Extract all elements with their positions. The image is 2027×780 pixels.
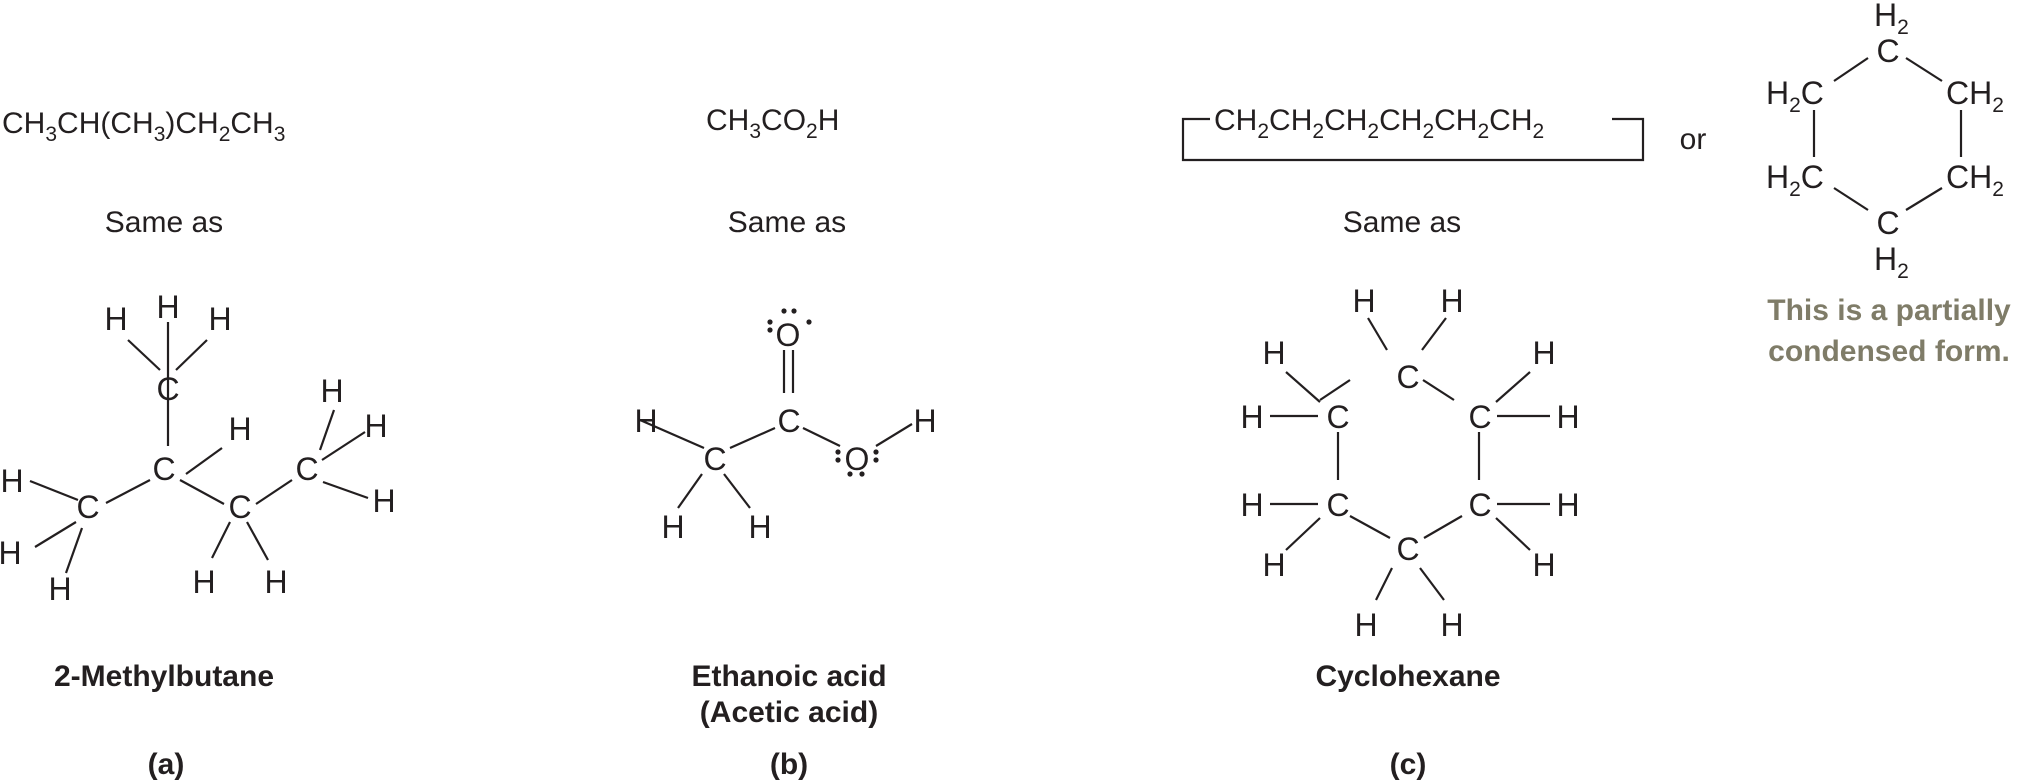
hydrogen-atom: H (1240, 399, 1263, 435)
carbon-atom: C (152, 451, 175, 487)
hydrogen-atom: H (208, 301, 231, 337)
ch2-group-lower-right: CH2 (1946, 159, 2004, 201)
condensed-formula-ethanoic-acid: CH3CO2H (706, 104, 839, 143)
hydrogen-atom: H (320, 373, 343, 409)
hydrogen-atom: H (0, 463, 23, 499)
same-as-label-c: Same as (1343, 206, 1461, 239)
structure-ethanoic-acid: O C C O H H H H (634, 308, 937, 545)
lone-pair-dots (767, 308, 879, 477)
compound-name-b-line1: Ethanoic acid (691, 660, 886, 693)
carbon-atom: C (1468, 487, 1491, 523)
oxygen-atom-hydroxyl: O (845, 441, 870, 477)
or-label: or (1680, 123, 1707, 156)
hydrogen-atom: H (634, 403, 657, 439)
panel-a: CH3CH(CH3)CH2CH3 Same as C C C C C (0, 107, 396, 780)
hydrogen-atom: H (1532, 547, 1555, 583)
hydrogen-atom: H (156, 289, 179, 325)
carbon-atom: C (777, 403, 800, 439)
carbon-atom: C (295, 451, 318, 487)
structure-cyclohexane: C C C C C C H H H H H H H H H H H H (1240, 283, 1579, 643)
carbon-atom: C (703, 441, 726, 477)
oxygen-atom-double-bond: O (776, 317, 801, 353)
hydrogen-atom: H (1262, 335, 1285, 371)
note-line2: condensed form. (1768, 335, 2010, 368)
compound-name-b-line2: (Acetic acid) (700, 696, 878, 729)
compound-name-c: Cyclohexane (1315, 660, 1500, 693)
hydrogen-atom: H (372, 483, 395, 519)
hydrogen-atom: H (1440, 607, 1463, 643)
h2-label: H2 (1874, 241, 1909, 283)
hydrogen-atom: H (264, 564, 287, 600)
carbon-atom: C (76, 489, 99, 525)
carbon-atom: C (1468, 399, 1491, 435)
hydrogen-atom: H (1556, 487, 1579, 523)
panel-letter-c: (c) (1390, 748, 1427, 780)
hydrogen-atom: H (1262, 547, 1285, 583)
hydrogen-atom: H (1556, 399, 1579, 435)
h2c-group-upper-left: H2C (1766, 75, 1824, 117)
hydrogen-atom: H (1352, 283, 1375, 319)
hydrogen-atom: H (192, 564, 215, 600)
hydrogen-atom: H (661, 509, 684, 545)
h2-label: H2 (1874, 0, 1909, 39)
hydrogen-atom: H (364, 408, 387, 444)
structure-2-methylbutane: C C C C C H H H H H H H H H H H H (0, 289, 396, 607)
hydrogen-atom: H (1440, 283, 1463, 319)
carbon-atom: C (1396, 531, 1419, 567)
hydrogen-atom: H (748, 509, 771, 545)
carbon-atom: C (1326, 399, 1349, 435)
carbon-atom: C (1326, 487, 1349, 523)
carbon-atom: C (156, 371, 179, 407)
condensed-formula-2-methylbutane: CH3CH(CH3)CH2CH3 (2, 107, 285, 146)
panel-letter-b: (b) (770, 748, 808, 780)
hydrogen-atom: H (48, 571, 71, 607)
panel-letter-a: (a) (148, 748, 185, 780)
partially-condensed-cyclohexane: C H2 H2C CH2 H2C CH2 C H2 (1766, 0, 2004, 283)
ch2-group-top: C (1876, 33, 1899, 69)
condensed-formula-cyclohexane: CH2CH2CH2CH2CH2CH2 (1214, 104, 1544, 143)
ch2-group-bottom: C (1876, 205, 1899, 241)
hydrogen-atom: H (0, 535, 22, 571)
hydrogen-atom: H (1532, 335, 1555, 371)
hydrogen-atom: H (1354, 607, 1377, 643)
compound-name-a: 2-Methylbutane (54, 660, 274, 693)
hydrogen-atom: H (1240, 487, 1263, 523)
note-line1: This is a partially (1767, 294, 2011, 327)
panel-c: CH2CH2CH2CH2CH2CH2 or Same as C H2 H2C C… (1181, 0, 2011, 780)
carbon-atom: C (228, 489, 251, 525)
ring-closure-bracket (1181, 117, 1645, 162)
hydrogen-atom: H (104, 301, 127, 337)
same-as-label-a: Same as (105, 206, 223, 239)
hydrogen-atom: H (228, 411, 251, 447)
ch2-group-upper-right: CH2 (1946, 75, 2004, 117)
panel-b: CH3CO2H Same as O C C O H H H H (634, 104, 936, 780)
hydrogen-atom: H (913, 403, 936, 439)
h2c-group-lower-left: H2C (1766, 159, 1824, 201)
carbon-atom: C (1396, 359, 1419, 395)
same-as-label-b: Same as (728, 206, 846, 239)
